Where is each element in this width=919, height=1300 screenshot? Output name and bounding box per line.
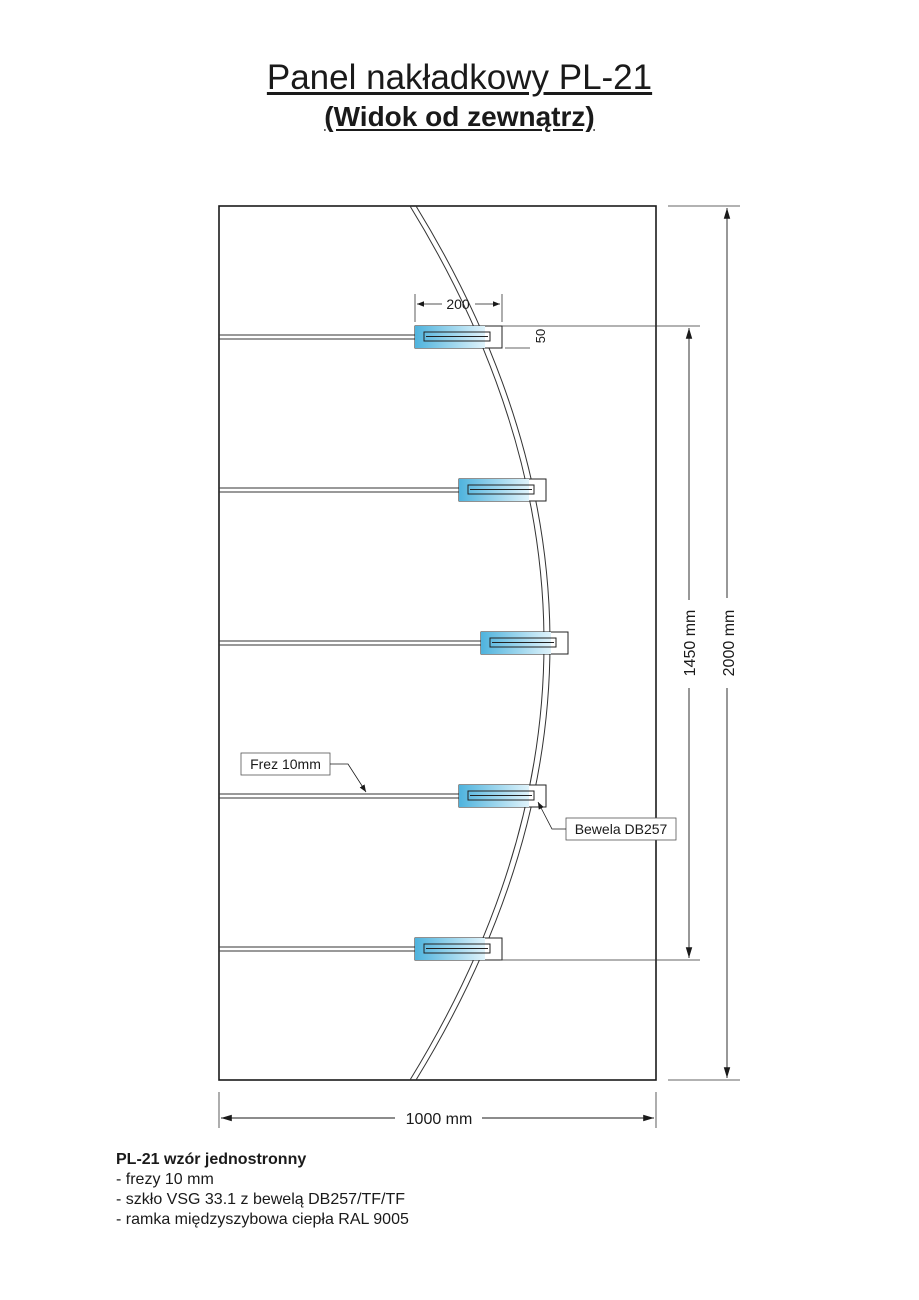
callout-groove: Frez 10mm	[240, 752, 367, 793]
dim-pitch: 1450 mm	[500, 328, 700, 961]
spec-item: - ramka międzyszybowa ciepła RAL 9005	[116, 1211, 409, 1228]
callout-bevel-label: Bewela DB257	[575, 821, 668, 837]
dim-bar-height: 50	[502, 325, 700, 349]
glass-bar	[458, 784, 547, 808]
dim-height-label: 2000 mm	[721, 610, 738, 677]
callout-groove-label: Frez 10mm	[250, 756, 321, 772]
glass-bar	[480, 631, 569, 655]
page-subtitle: (Widok od zewnątrz)	[324, 101, 595, 132]
horizontal-grooves	[219, 334, 482, 952]
spec-item: - frezy 10 mm	[116, 1171, 214, 1188]
spec-heading: PL-21 wzór jednostronny	[116, 1151, 307, 1168]
dim-pitch-label: 1450 mm	[682, 610, 699, 677]
dim-width: 1000 mm	[218, 1092, 657, 1128]
dim-bar-height-label: 50	[533, 329, 548, 343]
dim-width-label: 1000 mm	[406, 1111, 473, 1128]
spec-notes: PL-21 wzór jednostronny - frezy 10 mm - …	[116, 1150, 409, 1230]
glass-bar	[414, 325, 503, 349]
panel-outline	[218, 205, 657, 1081]
glass-bar	[414, 937, 503, 961]
dim-height: 2000 mm	[668, 205, 740, 1081]
page-title: Panel nakładkowy PL-21	[266, 58, 653, 97]
spec-item: - szkło VSG 33.1 z bewelą DB257/TF/TF	[116, 1191, 405, 1208]
callout-bevel: Bewela DB257	[537, 801, 677, 841]
dim-bar-width: 200	[414, 294, 503, 322]
glass-bar	[458, 478, 547, 502]
dim-bar-width-label: 200	[446, 296, 470, 312]
